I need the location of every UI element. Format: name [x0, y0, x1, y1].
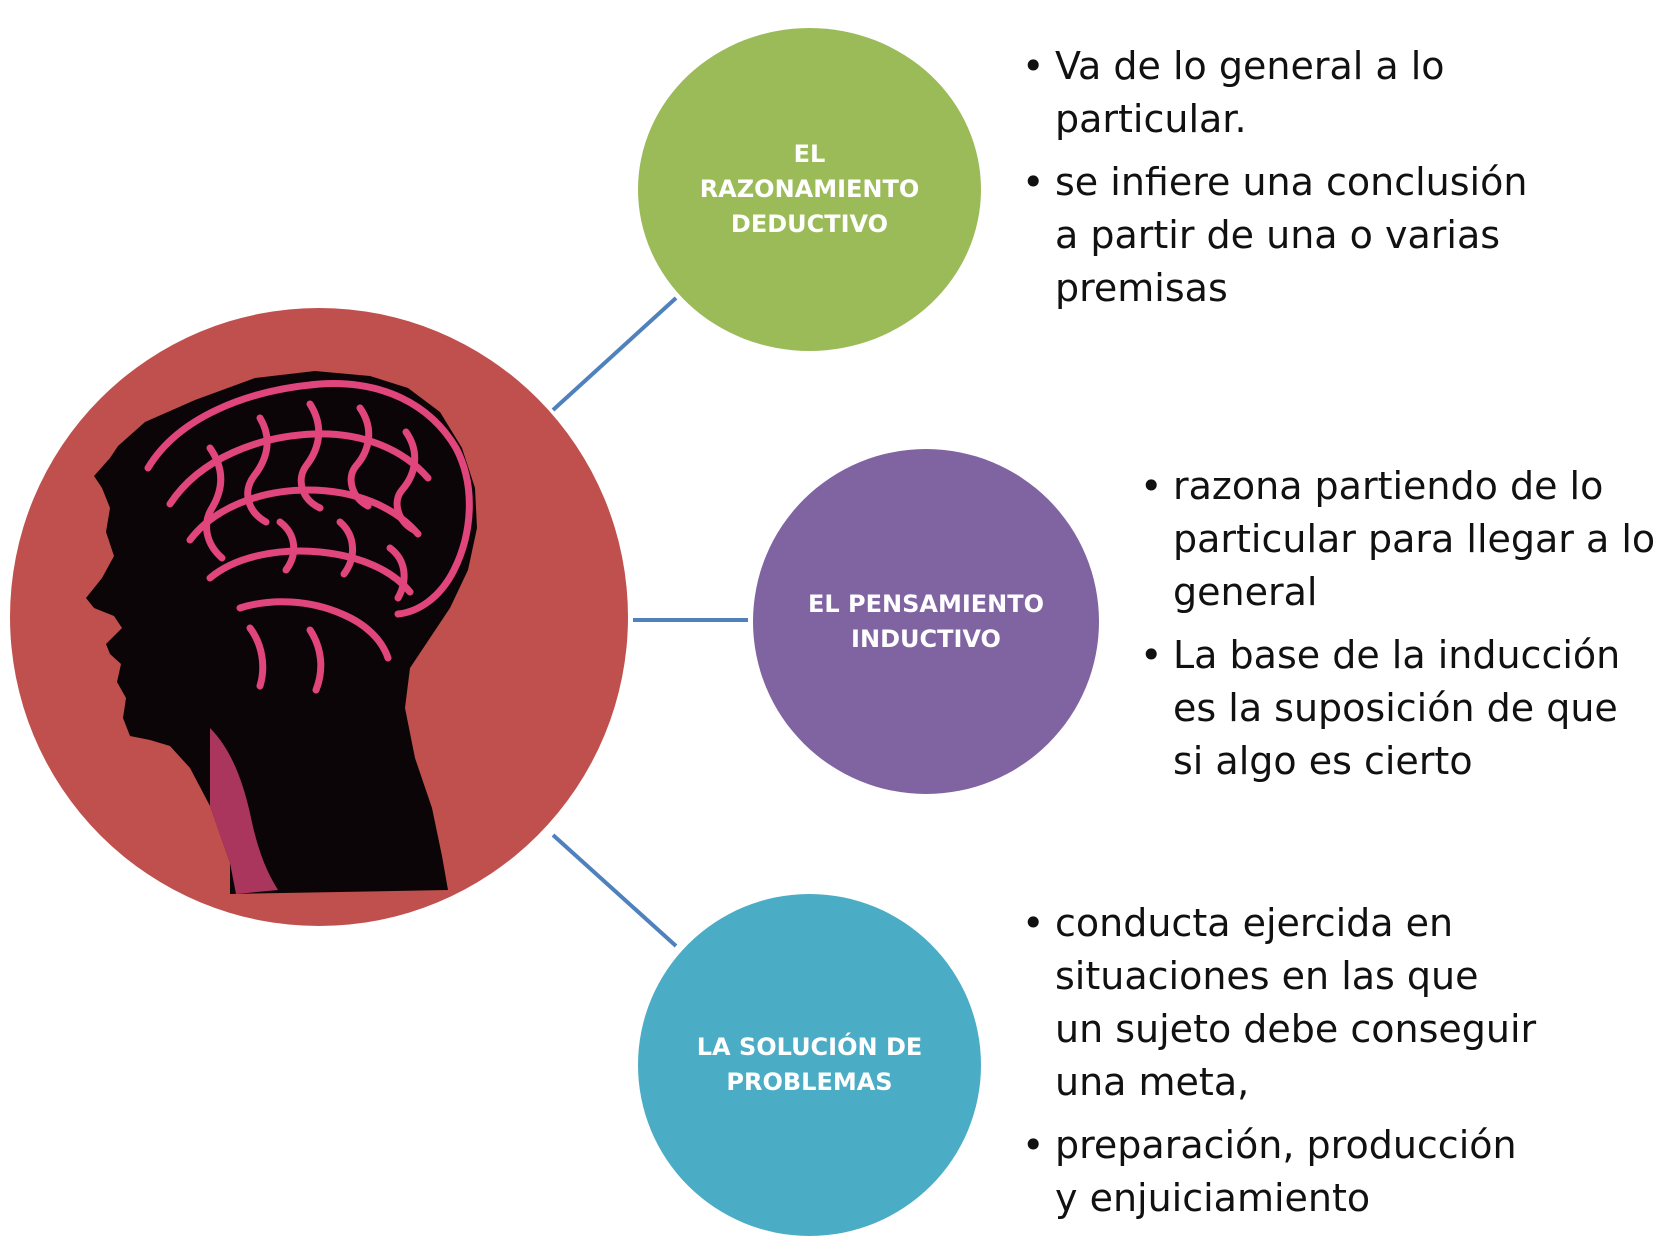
brain-head-icon	[86, 371, 477, 894]
connector-problems	[551, 833, 678, 948]
list-item: razona partiendo de lo particular para l…	[1136, 460, 1656, 619]
problems-bullets: conducta ejercida en situaciones en las …	[1018, 897, 1538, 1235]
center-circle	[10, 308, 628, 926]
head-silhouette	[86, 371, 477, 894]
inductive-bullets: razona partiendo de lo particular para l…	[1136, 460, 1656, 798]
brain-region	[144, 380, 473, 694]
node-deductive-label: EL RAZONAMIENTO DEDUCTIVO	[699, 140, 920, 238]
node-problem-solving: LA SOLUCIÓN DE PROBLEMAS	[638, 894, 981, 1236]
list-item: Va de lo general a lo particular.	[1018, 40, 1538, 146]
neck-glow	[210, 728, 278, 894]
node-problems-label: LA SOLUCIÓN DE PROBLEMAS	[696, 1033, 923, 1096]
list-item: preparación, producción y enjuiciamiento	[1018, 1119, 1538, 1225]
node-deductive-reasoning: EL RAZONAMIENTO DEDUCTIVO	[638, 28, 981, 351]
node-inductive-label: EL PENSAMIENTO INDUCTIVO	[807, 589, 1045, 653]
connector-deductive	[551, 296, 678, 412]
list-item: conducta ejercida en situaciones en las …	[1018, 897, 1538, 1109]
list-item: se infiere una conclusión a partir de un…	[1018, 156, 1538, 315]
list-item: La base de la inducción es la suposición…	[1136, 629, 1656, 788]
node-inductive-thinking: EL PENSAMIENTO INDUCTIVO	[753, 449, 1099, 794]
deductive-bullets: Va de lo general a lo particular. se inf…	[1018, 40, 1538, 325]
